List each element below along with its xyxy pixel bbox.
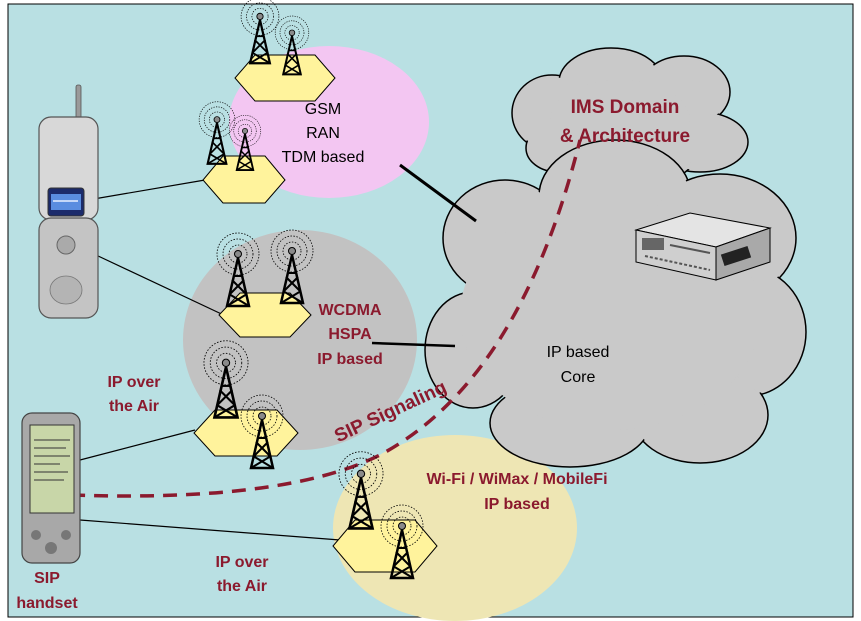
wifi-label-line1: Wi-Fi / WiMax / MobileFi [426, 471, 607, 488]
handset-label-line2: handset [16, 595, 78, 612]
wcdma-region [183, 230, 417, 450]
air-bottom-label-line2: the Air [217, 578, 267, 595]
ims-label-line1: IMS Domain [571, 97, 680, 118]
air-top-label-line1: IP over [107, 374, 160, 391]
air-top-label-line2: the Air [109, 398, 159, 415]
core-label-line2: Core [561, 369, 596, 386]
wifi-region [333, 435, 577, 621]
wcdma-tower-site [215, 228, 315, 338]
air-bottom-label-line1: IP over [215, 554, 268, 571]
gsm-label-line1: GSM [305, 101, 341, 118]
wcdma-label-line2: HSPA [328, 326, 372, 343]
gsm-core-link [399, 163, 477, 223]
handset-label-line1: SIP [34, 570, 60, 587]
server-equipment-icon [634, 212, 772, 281]
gsm-label-line2: RAN [306, 125, 340, 142]
wifi-tower-site [332, 450, 438, 580]
flip-phone-icon [38, 84, 99, 319]
wcdma-label-line3: IP based [317, 351, 383, 368]
sip-signaling-path [47, 139, 582, 498]
gsm-tower-site-middle [198, 100, 286, 204]
wcdma-core-link [371, 341, 456, 348]
core-label-line1: IP based [547, 344, 610, 361]
gsm-label-line3: TDM based [282, 149, 365, 166]
pda-handset-icon [21, 412, 81, 564]
ip-air-tower-site [193, 339, 299, 470]
gsm-tower-site-top [234, 0, 336, 102]
wcdma-label-line1: WCDMA [318, 302, 382, 319]
wifi-label-line2: IP based [484, 496, 550, 513]
ims-label-line2: & Architecture [560, 126, 690, 147]
connection-lines [79, 179, 341, 541]
